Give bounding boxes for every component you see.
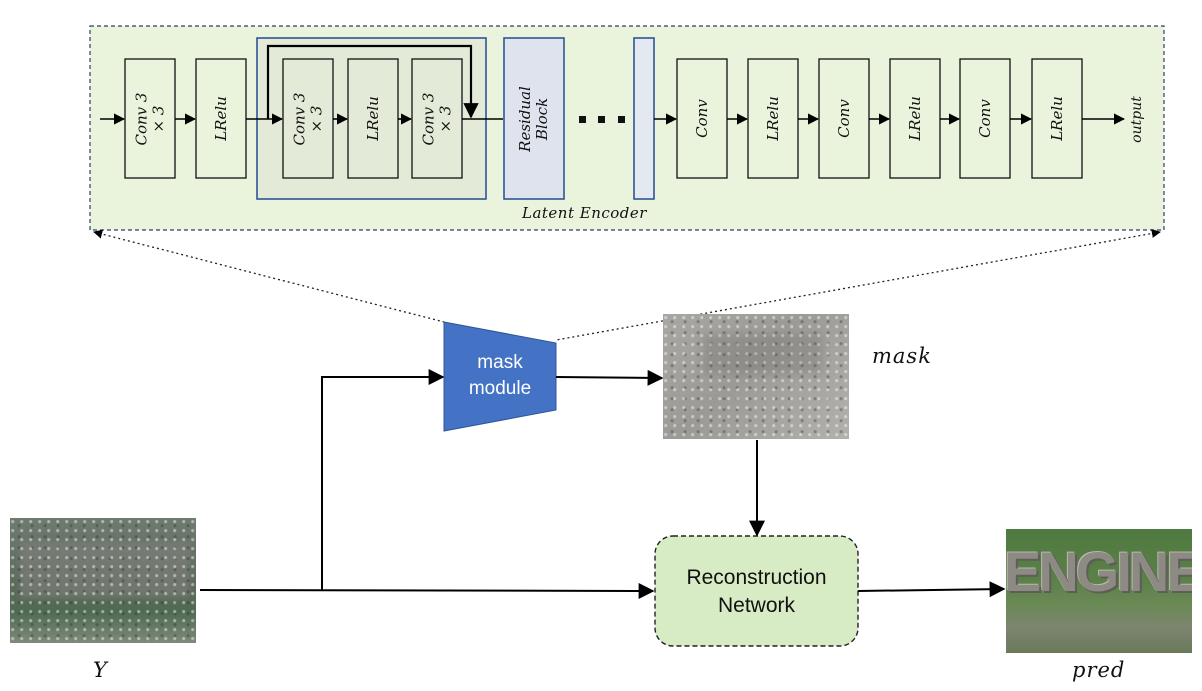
reconstruction-label-line2: Network	[717, 594, 796, 617]
residual-block-label: Residual Block	[516, 85, 552, 152]
lrelu3-label: LRelu	[905, 96, 924, 141]
input-image	[10, 518, 196, 643]
mask-module-shape	[443, 321, 557, 432]
input-blurred-letters	[20, 542, 190, 598]
conv3-label: Conv	[834, 99, 853, 138]
res-lrelu-label: LRelu	[363, 96, 382, 141]
res-conv-a-label: Conv 3 × 3	[290, 92, 325, 145]
ellipsis-dot	[618, 116, 625, 123]
pred-label: pred	[1072, 658, 1126, 682]
lrelu1-label: LRelu	[211, 96, 230, 141]
mask-module-label-line1: mask	[477, 352, 523, 373]
lrelu2-label: LRelu	[763, 96, 782, 141]
mask-texture	[663, 314, 849, 439]
ellipsis-dot	[579, 116, 586, 123]
conv2-label: Conv	[692, 99, 711, 138]
mask-text-ghost	[703, 334, 823, 374]
pred-image: ENGINE	[1006, 529, 1192, 653]
conv4-label: Conv	[975, 99, 994, 138]
mask-image	[663, 314, 849, 439]
latent-encoder-title: Latent Encoder	[522, 204, 647, 222]
mask-module-label-line2: module	[468, 378, 532, 399]
res-conv-b-label: Conv 3 × 3	[419, 92, 454, 145]
mask-image-label: mask	[872, 344, 932, 368]
input-label: Y	[93, 658, 107, 682]
output-label: output	[1128, 95, 1145, 143]
branch-to-mask-module	[321, 369, 445, 590]
reconstruction-label-line1: Reconstruction	[686, 566, 827, 589]
arrow-reconstruction-to-pred	[857, 581, 1006, 598]
zoom-line-left	[93, 229, 445, 323]
residual-block	[503, 37, 565, 200]
skip-connection	[266, 44, 479, 119]
lrelu4-label: LRelu	[1047, 96, 1066, 141]
input-raindrops	[10, 518, 196, 643]
reconstruction-label: Reconstruction Network	[655, 564, 858, 620]
ellipsis-dot	[598, 116, 605, 123]
arrow-mask-module-to-mask	[555, 369, 664, 386]
conv1-label: Conv 3 × 3	[132, 92, 167, 145]
pred-sign-text: ENGINE	[1006, 540, 1192, 603]
residual-group-frame	[256, 37, 487, 200]
main-input-line	[199, 582, 655, 599]
mask-module-label: mask module	[444, 350, 556, 402]
thin-block	[633, 37, 655, 200]
zoom-line-right	[555, 228, 1161, 341]
